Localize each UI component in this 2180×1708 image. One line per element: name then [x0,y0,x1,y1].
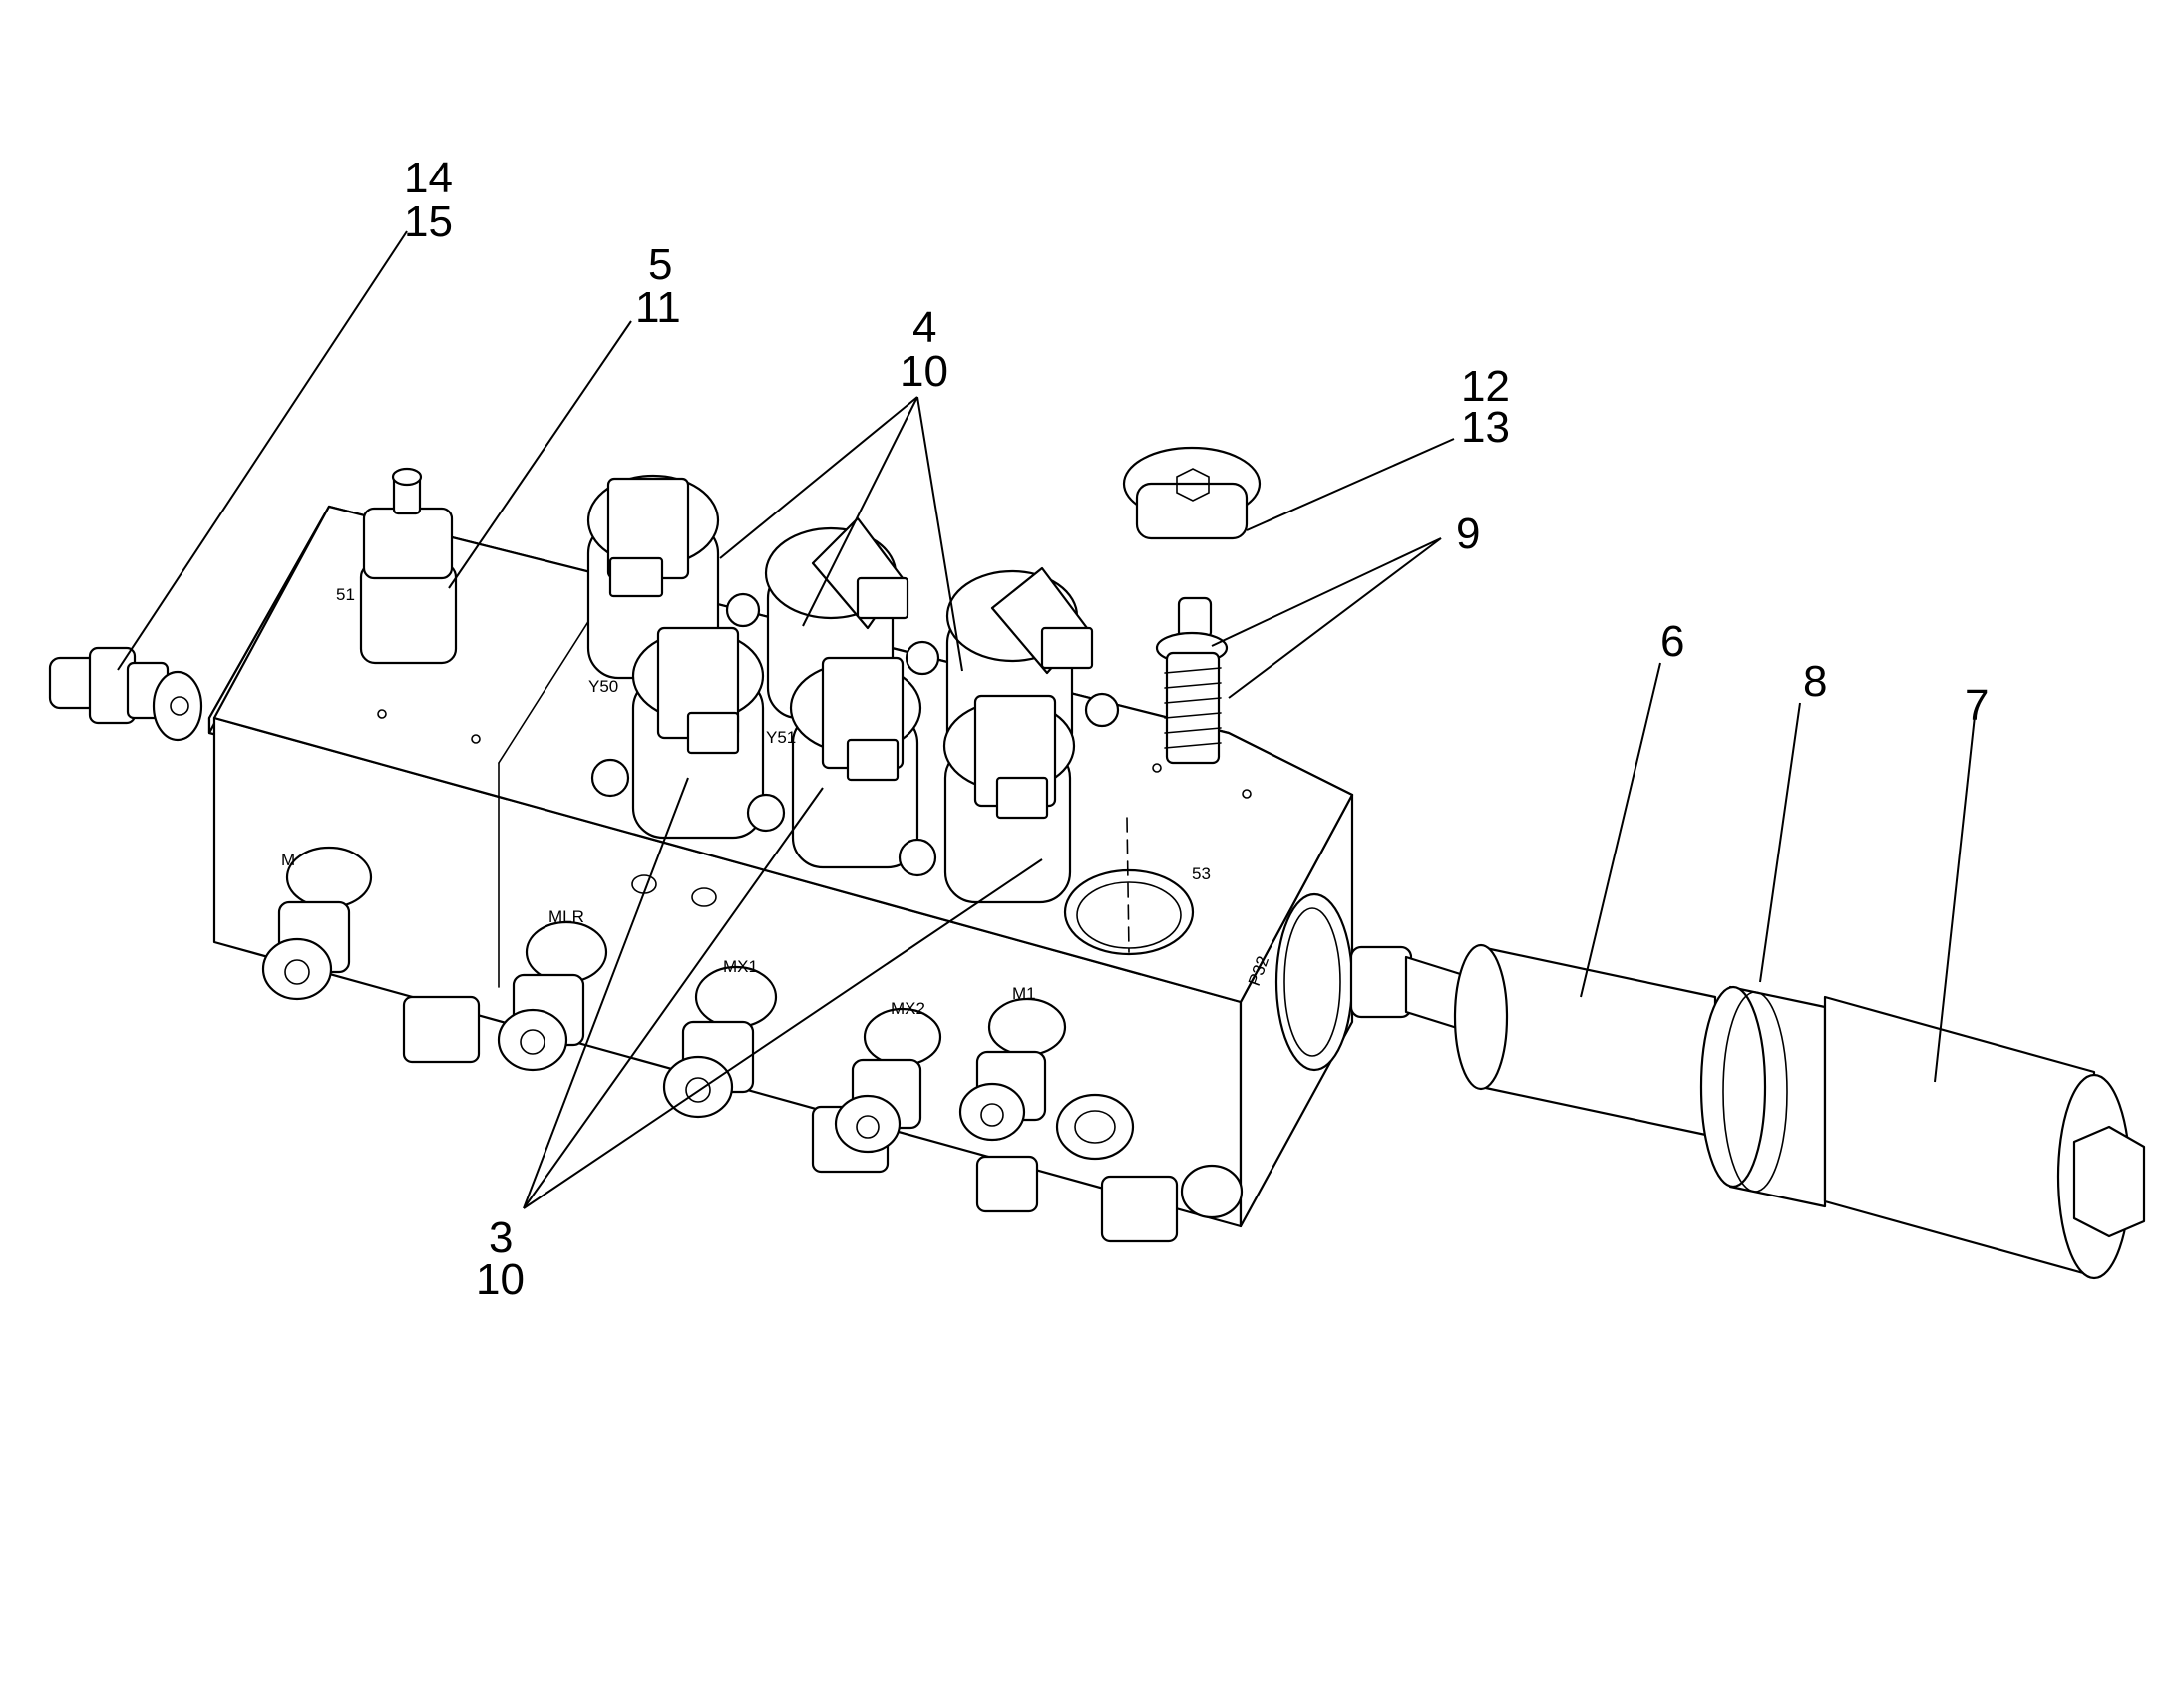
callouts: 14 15 5 11 4 10 12 13 9 6 8 7 3 10 [404,154,1989,1304]
fitting-m [261,846,373,1001]
callout-11: 11 [635,283,681,332]
port-label-51: 51 [336,585,355,604]
valve-cartridge-9 [1155,596,1229,765]
callout-14: 14 [404,154,453,202]
port-label-y51: Y51 [766,728,796,747]
callout-9: 9 [1456,510,1480,558]
port-label-m1: M1 [1012,984,1036,1003]
solenoid-front-right [942,694,1076,904]
solenoid-y51 [789,656,922,869]
callout-15: 15 [404,197,453,246]
leader-lines [117,230,1976,1209]
fitting-mx2 [834,1007,942,1154]
port-label-mlr: MLR [548,907,584,926]
port-label-y50: Y50 [588,677,618,696]
callout-13: 13 [1461,403,1510,452]
callout-12: 12 [1461,362,1510,411]
port-label-53: 53 [1192,864,1211,883]
callout-10-bottom: 10 [476,1255,525,1304]
fitting-mlr [497,920,608,1072]
callout-6: 6 [1660,617,1684,666]
filter-assembly [1349,943,2146,1280]
callout-8: 8 [1803,657,1827,706]
pressure-switch-fitting [48,646,203,742]
plug-12-13 [1122,446,1262,540]
callout-10-top: 10 [900,347,948,396]
port-label-mx1: MX1 [723,957,758,976]
port-label-m: M [281,851,295,869]
callout-4: 4 [912,303,936,352]
port-label-mx2: MX2 [891,999,925,1018]
sensor-51 [359,467,458,665]
solenoid-front-left [631,626,765,840]
callout-7: 7 [1965,681,1989,730]
fitting-m1 [958,997,1067,1142]
callout-3: 3 [489,1213,513,1262]
mounting-screws [590,592,1120,877]
callout-5: 5 [648,240,672,289]
port-labels: M MLR MX1 MX2 M1 51 Y50 Y51 53 P32 [281,585,1272,1018]
